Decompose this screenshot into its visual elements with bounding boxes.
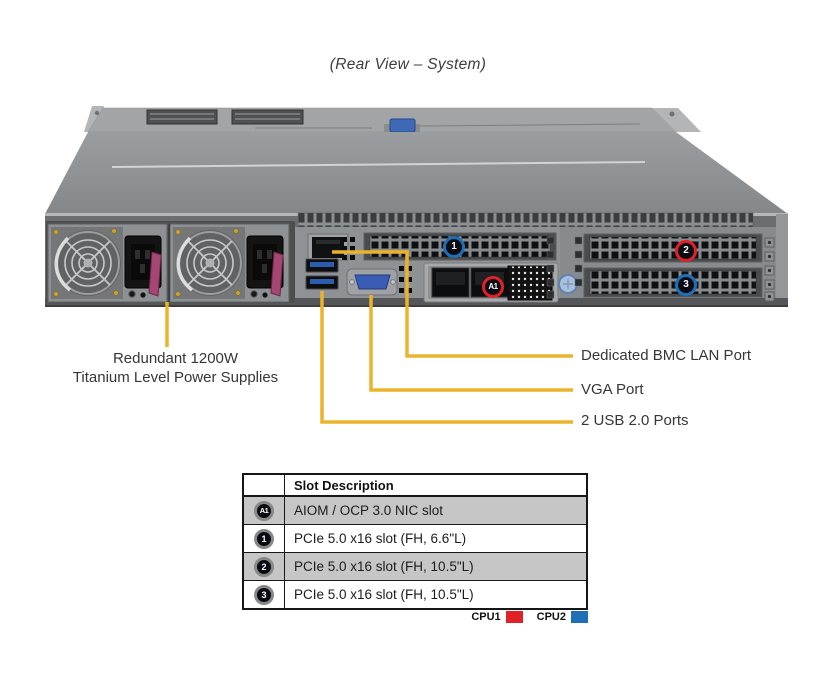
table-row: 1 PCIe 5.0 x16 slot (FH, 6.6"L) <box>244 525 586 553</box>
slot-a1-badge: A1 <box>482 276 504 298</box>
row-badge-cell: A1 <box>244 497 285 524</box>
psu-callout-label: Redundant 1200W Titanium Level Power Sup… <box>28 349 323 387</box>
usb-ports <box>305 258 339 290</box>
row-badge-cell: 2 <box>244 553 285 580</box>
row-3-badge: 3 <box>254 584 274 605</box>
cpu2-color-swatch <box>571 611 588 623</box>
right-bracket-holes <box>764 237 775 302</box>
vga-callout-line <box>369 295 573 392</box>
row-2-badge: 2 <box>254 556 274 577</box>
row-a1-description: AIOM / OCP 3.0 NIC slot <box>294 503 444 518</box>
bracket-holes <box>546 236 583 299</box>
cpu-legend: CPU1 CPU2 <box>242 611 588 623</box>
slot-description-table: Slot Description A1 AIOM / OCP 3.0 NIC s… <box>242 473 588 610</box>
jumper-blocks <box>342 237 412 293</box>
table-header-row: Slot Description <box>244 475 586 497</box>
rear-vent-strip <box>297 212 754 228</box>
table-row: 2 PCIe 5.0 x16 slot (FH, 10.5"L) <box>244 553 586 581</box>
vga-port <box>346 268 398 296</box>
cpu2-legend-label: CPU2 <box>536 611 566 623</box>
slot-3-badge: 3 <box>675 274 697 296</box>
chassis-top-cover <box>45 132 788 214</box>
psu-2 <box>168 222 291 304</box>
server-rear-illustration <box>45 106 788 424</box>
psu-1 <box>46 222 169 304</box>
row-2-description: PCIe 5.0 x16 slot (FH, 10.5"L) <box>294 559 474 574</box>
pcie-slot-2-opening <box>583 233 763 263</box>
row-badge-cell: 3 <box>244 581 285 608</box>
table-header-badge-cell <box>244 475 285 495</box>
top-vent-window <box>231 109 304 125</box>
cpu1-legend-label: CPU1 <box>471 611 501 623</box>
figure-title: (Rear View – System) <box>329 56 487 73</box>
psu-bay <box>46 221 295 304</box>
bmc-callout-label: Dedicated BMC LAN Port <box>581 347 752 364</box>
vga-callout-label: VGA Port <box>581 381 644 398</box>
table-row: A1 AIOM / OCP 3.0 NIC slot <box>244 497 586 525</box>
row-badge-cell: 1 <box>244 525 285 552</box>
psu-callout-line1: Redundant 1200W <box>112 350 239 367</box>
callout-lines <box>165 250 573 424</box>
table-header-label: Slot Description <box>294 477 394 493</box>
row-a1-badge: A1 <box>254 500 274 521</box>
psu-callout-line2: Titanium Level Power Supplies <box>72 369 279 386</box>
thumbscrew <box>558 274 578 294</box>
row-3-description: PCIe 5.0 x16 slot (FH, 10.5"L) <box>294 587 474 602</box>
pcie-slot-3-opening <box>583 267 763 298</box>
row-1-badge: 1 <box>254 528 274 549</box>
chassis-top-rail <box>84 106 701 133</box>
bmc-callout-line <box>332 250 573 358</box>
slot-1-badge: 1 <box>443 236 465 258</box>
row-1-description: PCIe 5.0 x16 slot (FH, 6.6"L) <box>294 531 467 546</box>
table-row: 3 PCIe 5.0 x16 slot (FH, 10.5"L) <box>244 581 586 608</box>
usb-callout-line <box>320 291 573 424</box>
cpu1-color-swatch <box>505 611 523 623</box>
top-vent-window <box>146 109 218 125</box>
usb-callout-label: 2 USB 2.0 Ports <box>581 412 689 429</box>
slot-2-badge: 2 <box>675 240 697 262</box>
